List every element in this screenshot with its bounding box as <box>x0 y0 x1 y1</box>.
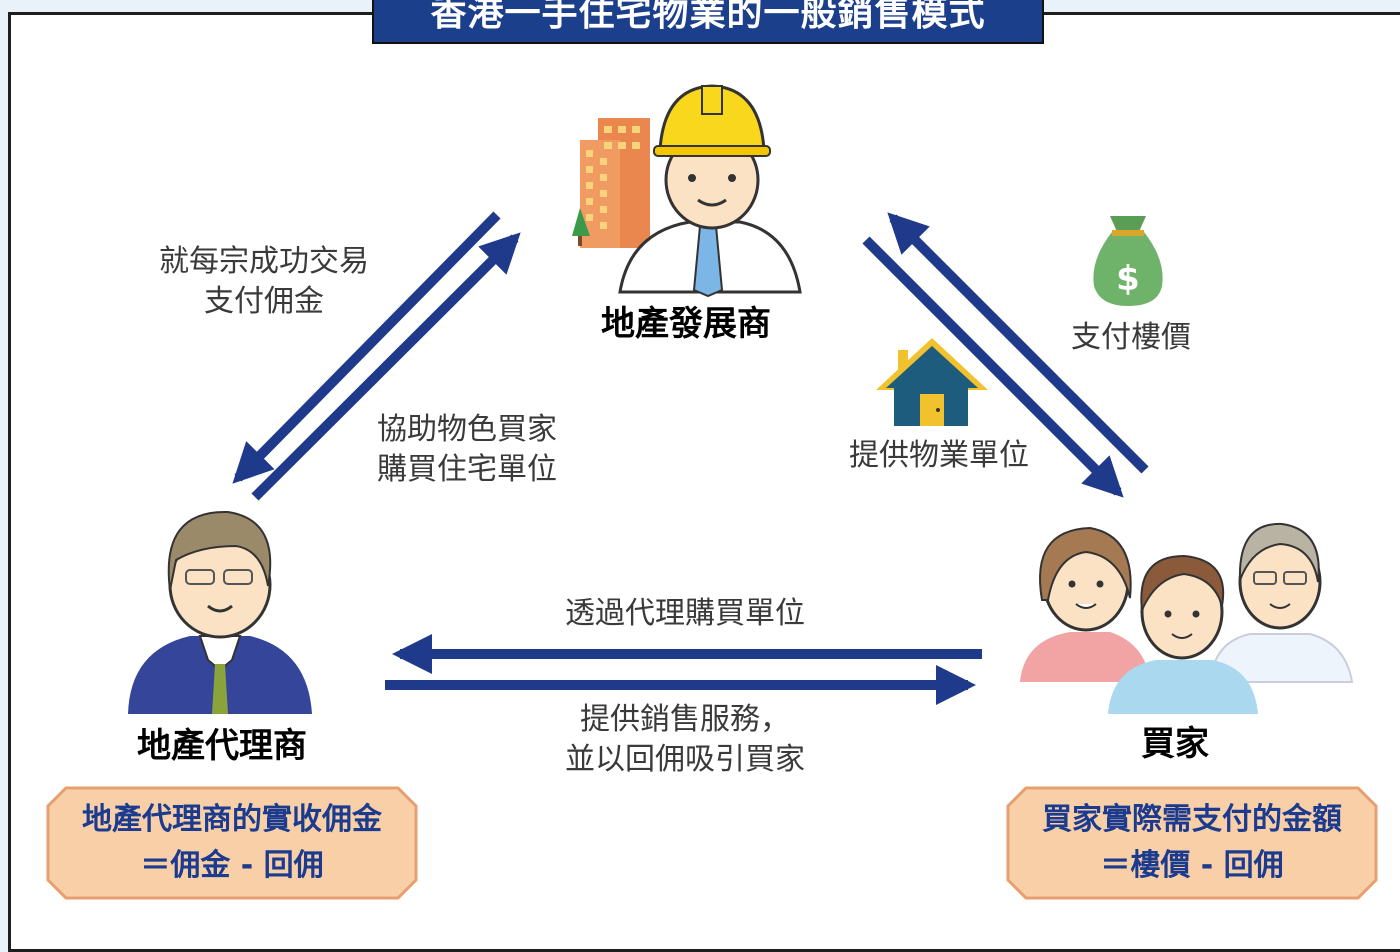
arrow-agent-to-developer <box>251 232 521 501</box>
label-buyer-to-agent: 透過代理購買單位 <box>565 596 805 631</box>
arrow-developer-to-agent <box>232 211 501 484</box>
buyer-formula-box: 買家實際需支付的金額 ＝樓價 - 回佣 <box>1006 786 1378 900</box>
arrow-developer-to-buyer <box>862 236 1124 498</box>
svg-text:$: $ <box>1116 259 1140 299</box>
label-agent-to-developer: 協助物色買家 購買住宅單位 <box>377 412 557 487</box>
label-agent-to-buyer: 提供銷售服務， 並以回佣吸引買家 <box>565 702 805 777</box>
label-developer-to-buyer: 提供物業單位 <box>849 438 1029 473</box>
label-developer-to-agent: 就每宗成功交易 支付佣金 <box>159 244 369 319</box>
agent-label: 地產代理商 <box>137 726 307 766</box>
agent-formula-box: 地產代理商的實收佣金 ＝佣金 - 回佣 <box>46 786 418 900</box>
buyer-label: 買家 <box>1141 724 1209 764</box>
diagram-title: 香港一手住宅物業的一般銷售模式 <box>372 0 1044 44</box>
arrow-buyer-to-developer <box>887 212 1149 474</box>
developer-label: 地產發展商 <box>601 304 771 344</box>
label-buyer-to-developer: 支付樓價 <box>1071 320 1191 355</box>
